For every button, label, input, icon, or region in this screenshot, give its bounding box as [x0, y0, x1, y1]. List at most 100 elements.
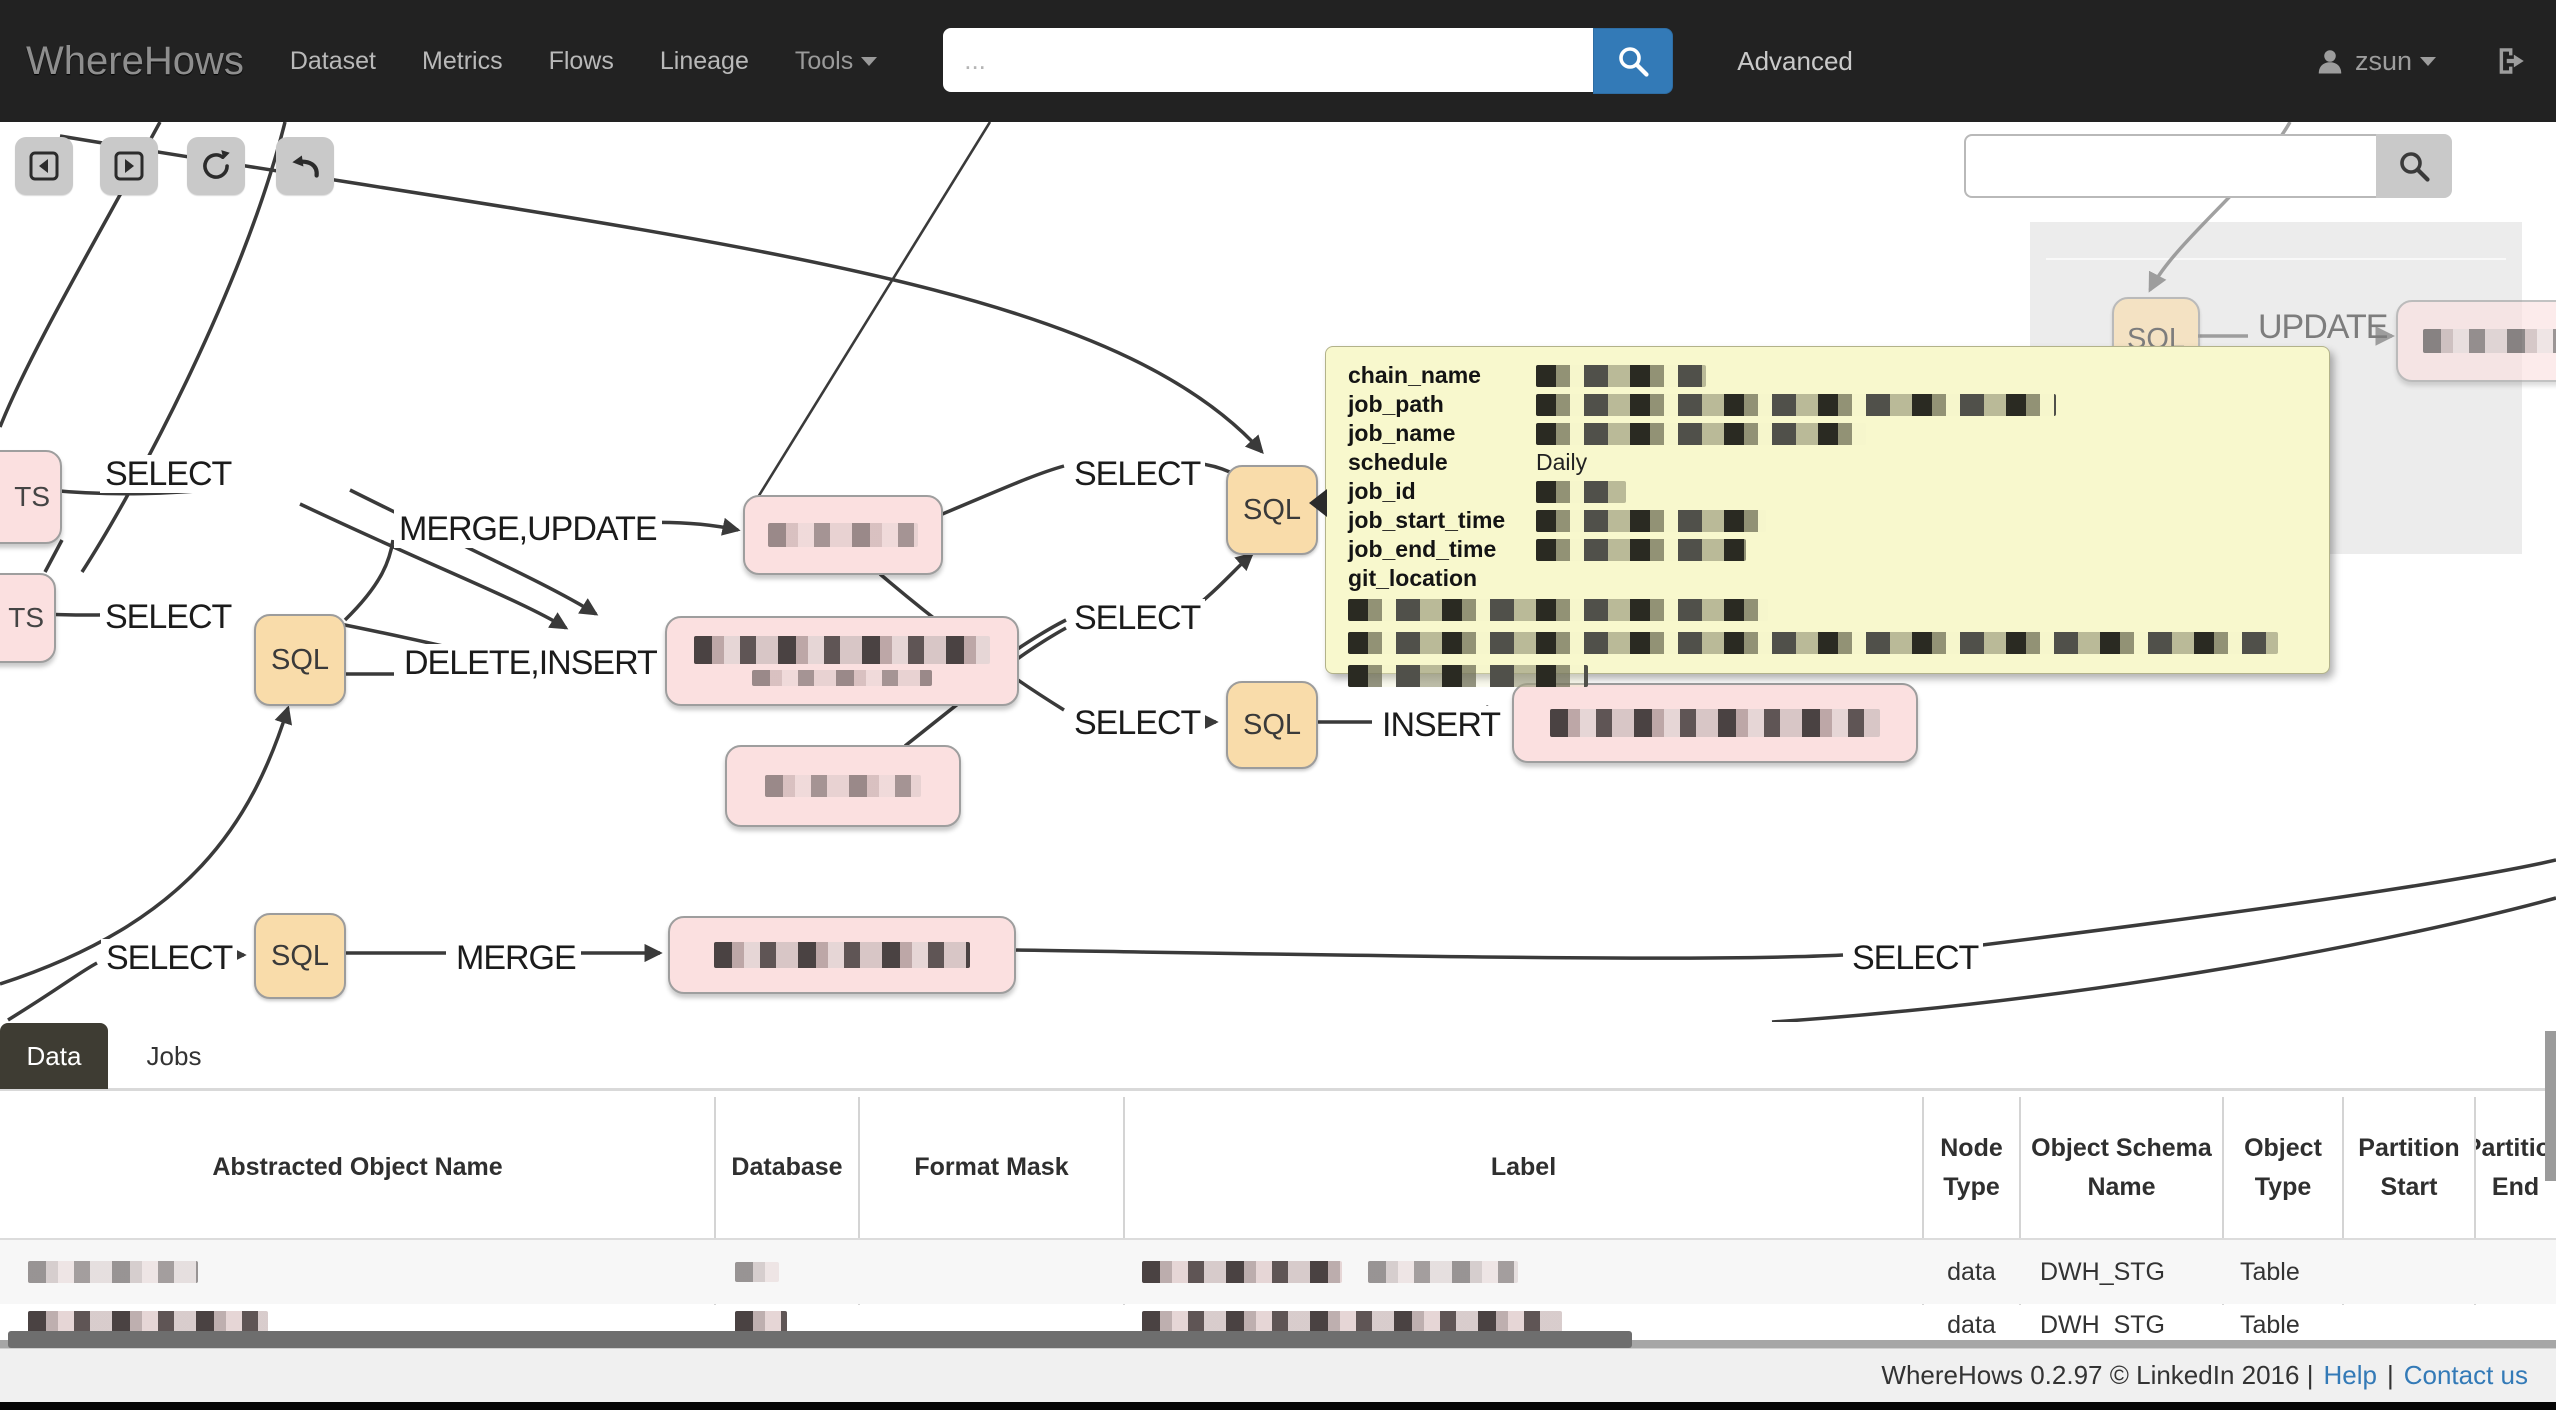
tooltip-pointer	[1309, 489, 1327, 517]
tab-data[interactable]: Data	[0, 1023, 108, 1089]
footer-separator: |	[2386, 1360, 2394, 1390]
cell-object-schema-name: DWH_STG	[2040, 1257, 2165, 1286]
user-menu[interactable]: zsun	[2315, 46, 2436, 77]
app-logo[interactable]: WhereHows	[26, 38, 244, 83]
tooltip-field-job-id: job_id	[1348, 478, 1416, 504]
panel-divider	[2046, 258, 2506, 260]
nav-tools-dropdown[interactable]: Tools	[794, 46, 878, 76]
column-header-partition-end[interactable]: Partition End	[2475, 1133, 2556, 1201]
sign-out-icon	[2499, 48, 2524, 74]
horizontal-scrollbar-thumb[interactable]	[8, 1331, 1632, 1348]
tab-divider	[0, 1088, 2556, 1091]
job-details-tooltip: chain_name job_path job_name schedule Da…	[1309, 346, 2330, 687]
cell-node-type: data	[1947, 1311, 1996, 1333]
edge-label-delete-insert: DELETE,INSERT	[399, 644, 662, 682]
column-header-object-type[interactable]: Object Type	[2244, 1133, 2322, 1201]
chevron-down-icon	[2420, 56, 2436, 66]
search-icon	[1619, 47, 1649, 77]
tooltip-field-job-name: job_name	[1348, 420, 1456, 446]
tooltip-field-git-location: git_location	[1348, 565, 1478, 591]
chevron-down-icon	[861, 57, 878, 67]
nav-metrics[interactable]: Metrics	[422, 46, 503, 75]
dataset-node-redacted-1[interactable]	[743, 495, 943, 575]
global-search-input[interactable]	[943, 28, 1594, 92]
edge-label-select-6: SELECT	[101, 939, 238, 977]
global-search-button[interactable]	[1593, 28, 1674, 94]
sql-job-node-3[interactable]: SQL	[1226, 681, 1318, 769]
cell-object-type: Table	[2240, 1311, 2300, 1333]
column-header-label[interactable]: Label	[1490, 1153, 1557, 1182]
nav-tools-label: Tools	[794, 46, 854, 75]
dataset-node-redacted-5[interactable]	[668, 916, 1016, 994]
dataset-node-redacted-2[interactable]	[665, 616, 1019, 706]
edge-label-select-7: SELECT	[1847, 939, 1984, 977]
help-link[interactable]: Help	[2323, 1360, 2377, 1390]
edge-label-select-2: SELECT	[100, 598, 237, 636]
sql-job-node-4[interactable]: SQL	[254, 913, 346, 999]
cell-node-type: data	[1947, 1257, 1996, 1286]
nav-dataset[interactable]: Dataset	[289, 46, 377, 75]
cell-object-schema-name: DWH_STG	[2040, 1311, 2165, 1333]
dataset-node-redacted-4[interactable]	[1512, 683, 1918, 763]
nav-flows[interactable]: Flows	[548, 46, 614, 75]
node-label: TS	[8, 602, 44, 633]
edge-label-select-1: SELECT	[100, 455, 237, 493]
footer: WhereHows 0.2.97 © LinkedIn 2016 | Help …	[0, 1348, 2556, 1402]
edge-label-select-5: SELECT	[1069, 704, 1206, 742]
edge-label-select-3: SELECT	[1069, 455, 1206, 493]
edge-label-merge: MERGE	[451, 939, 581, 977]
advanced-search-link[interactable]: Advanced	[1737, 45, 1853, 76]
graph-back-button[interactable]	[15, 137, 73, 195]
graph-refresh-button[interactable]	[187, 137, 245, 195]
tooltip-schedule-value: Daily	[1536, 449, 1588, 475]
footer-version: WhereHows 0.2.97 © LinkedIn 2016 |	[1881, 1360, 2314, 1390]
graph-search	[1964, 134, 2452, 198]
tooltip-field-job-path: job_path	[1348, 391, 1444, 417]
column-header-object-schema-name[interactable]: Object Schema Name	[2031, 1133, 2212, 1201]
undo-arrow-icon	[292, 155, 319, 178]
edge-label-merge-update: MERGE,UPDATE	[394, 510, 662, 548]
table-row[interactable]: data DWH_STG Table	[0, 1305, 2556, 1333]
node-label: SQL	[270, 643, 330, 676]
dataset-node-ts-1[interactable]: TS	[0, 450, 62, 544]
sign-out-button[interactable]	[2494, 44, 2528, 78]
vertical-scrollbar-thumb[interactable]	[2545, 1031, 2556, 1181]
node-label: SQL	[1242, 708, 1302, 741]
tab-jobs[interactable]: Jobs	[146, 1040, 202, 1071]
contact-us-link[interactable]: Contact us	[2403, 1360, 2528, 1390]
column-header-partition-start[interactable]: Partition Start	[2358, 1133, 2460, 1201]
edge-label-select-4: SELECT	[1069, 599, 1206, 637]
username: zsun	[2354, 45, 2412, 76]
sql-job-node-1[interactable]: SQL	[254, 614, 346, 706]
sql-job-node-2[interactable]: SQL	[1226, 465, 1318, 555]
column-header-abstracted-object-name[interactable]: Abstracted Object Name	[212, 1153, 503, 1182]
window-bottom-edge	[0, 1402, 2556, 1410]
table-header-border	[0, 1238, 2556, 1240]
search-icon	[2400, 152, 2430, 182]
node-label: SQL	[270, 939, 330, 972]
graph-search-input[interactable]	[1964, 134, 2376, 198]
tooltip-field-chain-name: chain_name	[1348, 362, 1481, 388]
column-header-node-type[interactable]: Node Type	[1940, 1133, 2003, 1201]
dataset-node-redacted-3[interactable]	[725, 745, 961, 827]
tooltip-field-job-start-time: job_start_time	[1348, 507, 1506, 533]
caret-right-square-icon	[114, 151, 144, 181]
dataset-node-redacted-6[interactable]	[2396, 300, 2556, 382]
tooltip-field-schedule: schedule	[1348, 449, 1448, 475]
column-header-format-mask[interactable]: Format Mask	[914, 1153, 1069, 1182]
graph-forward-button[interactable]	[100, 137, 158, 195]
top-navbar: WhereHows Dataset Metrics Flows Lineage …	[0, 0, 2556, 122]
caret-left-square-icon	[29, 151, 59, 181]
node-label: SQL	[1242, 493, 1302, 526]
edge-label-update: UPDATE	[2258, 308, 2388, 346]
node-label: TS	[14, 481, 50, 512]
graph-search-button[interactable]	[2376, 134, 2452, 198]
dataset-node-ts-2[interactable]: TS	[0, 573, 56, 663]
refresh-icon	[203, 150, 230, 179]
nav-lineage[interactable]: Lineage	[659, 46, 749, 75]
column-header-database[interactable]: Database	[731, 1153, 843, 1182]
edge-label-insert: INSERT	[1377, 706, 1506, 744]
graph-undo-button[interactable]	[276, 137, 334, 195]
table-row[interactable]: data DWH_STG Table	[0, 1240, 2556, 1304]
tooltip-field-job-end-time: job_end_time	[1348, 536, 1497, 562]
